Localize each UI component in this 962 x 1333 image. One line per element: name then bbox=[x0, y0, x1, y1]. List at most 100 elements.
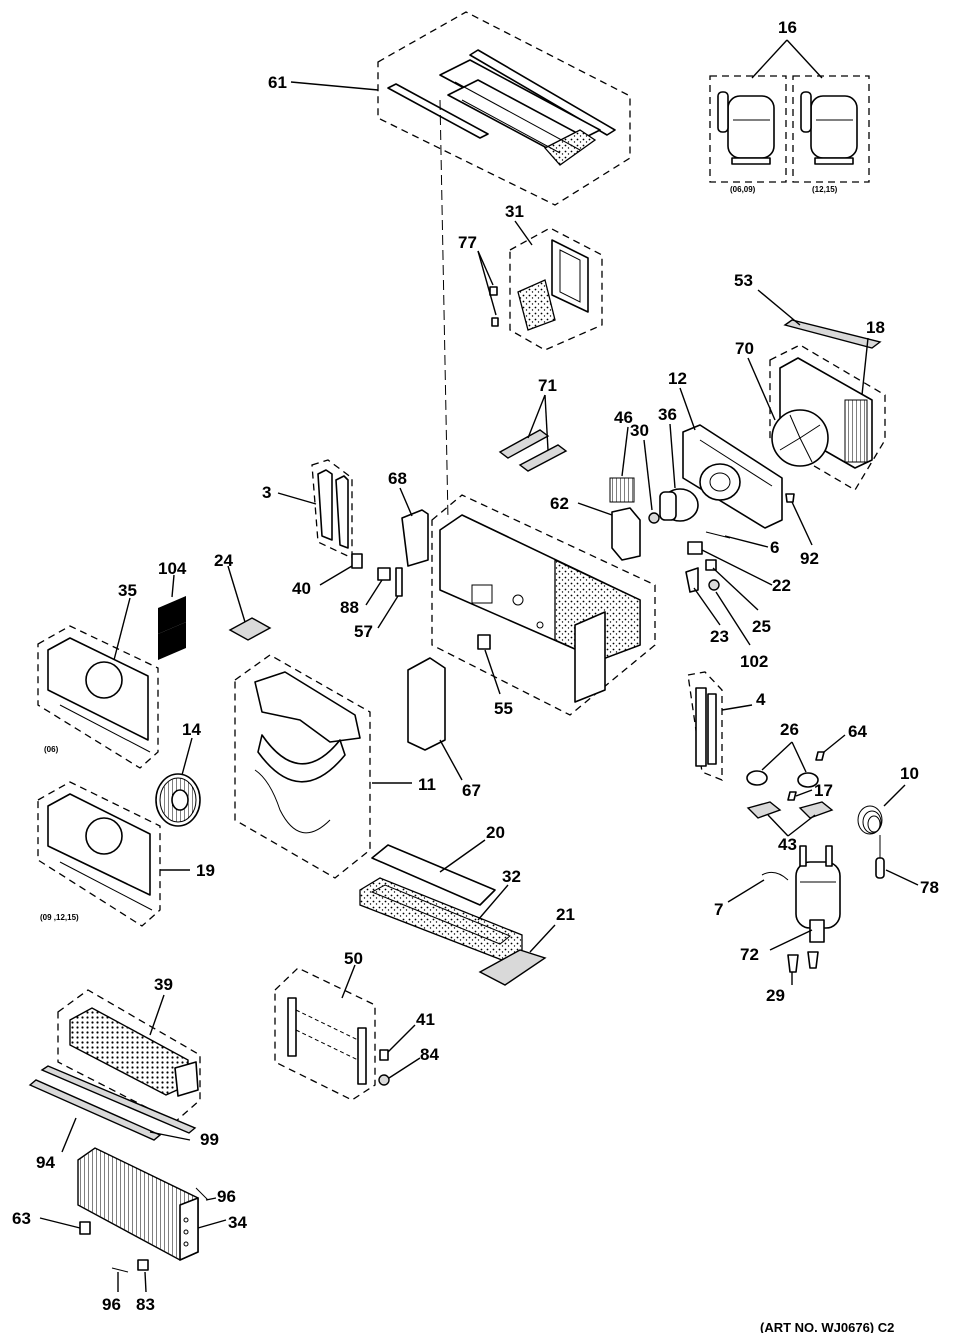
part-32-drain-pan bbox=[359, 877, 523, 961]
callout-67: 67 bbox=[462, 781, 481, 800]
callout-17: 17 bbox=[814, 781, 833, 800]
part-55-clip bbox=[477, 634, 491, 650]
part-88-relay bbox=[377, 567, 391, 581]
part-18-condenser bbox=[769, 344, 886, 491]
note-compressor-right: (12,15) bbox=[812, 185, 838, 194]
part-96-sensor-bottom bbox=[111, 1267, 129, 1273]
callout-39: 39 bbox=[154, 975, 173, 994]
callout-21: 21 bbox=[556, 905, 575, 924]
part-94-99-strips bbox=[28, 1065, 197, 1141]
callout-16: 16 bbox=[778, 18, 797, 37]
part-30-washer bbox=[648, 512, 660, 524]
callout-50: 50 bbox=[344, 949, 363, 968]
part-43-mounts bbox=[746, 801, 834, 819]
callout-94: 94 bbox=[36, 1153, 55, 1172]
callout-53: 53 bbox=[734, 271, 753, 290]
callout-36: 36 bbox=[658, 405, 677, 424]
callout-57: 57 bbox=[354, 622, 373, 641]
callout-104: 104 bbox=[158, 559, 187, 578]
part-34-evaporator bbox=[77, 1147, 199, 1261]
part-77-clips bbox=[489, 286, 499, 327]
callout-20: 20 bbox=[486, 823, 505, 842]
part-57-sensor bbox=[395, 567, 403, 597]
callout-43: 43 bbox=[778, 835, 797, 854]
part-53-strip bbox=[783, 319, 882, 349]
part-67-bracket bbox=[407, 657, 446, 751]
callout-25: 25 bbox=[752, 617, 771, 636]
callout-4: 4 bbox=[756, 690, 766, 709]
part-104-label bbox=[158, 596, 186, 660]
callout-23: 23 bbox=[710, 627, 729, 646]
note-scroll-091215: (09 ,12,15) bbox=[40, 913, 79, 922]
part-61-top-assembly bbox=[377, 11, 631, 206]
part-96-sensor-top bbox=[195, 1187, 209, 1201]
small-parts-cluster bbox=[685, 531, 731, 593]
callout-24: 24 bbox=[214, 551, 233, 570]
base-pan-assembly bbox=[431, 494, 656, 716]
callout-46: 46 bbox=[614, 408, 633, 427]
part-50-heater bbox=[274, 967, 376, 1101]
callout-64: 64 bbox=[848, 722, 867, 741]
part-46-grille bbox=[609, 477, 635, 503]
part-41-clip bbox=[379, 1049, 389, 1061]
part-78-drier bbox=[875, 857, 885, 879]
part-39-front-grille bbox=[57, 989, 201, 1123]
callout-70: 70 bbox=[735, 339, 754, 358]
callout-30: 30 bbox=[630, 421, 649, 440]
callout-18: 18 bbox=[866, 318, 885, 337]
part-24-plate bbox=[228, 617, 272, 641]
part-40-terminal bbox=[351, 553, 363, 569]
callout-88: 88 bbox=[340, 598, 359, 617]
part-71-strips bbox=[498, 429, 568, 472]
part-19-scroll bbox=[37, 781, 161, 927]
part-35-scroll bbox=[37, 625, 159, 769]
callout-14: 14 bbox=[182, 720, 201, 739]
callout-31: 31 bbox=[505, 202, 524, 221]
callout-84: 84 bbox=[420, 1045, 439, 1064]
part-11-blower-housing bbox=[234, 654, 371, 879]
callout-83: 83 bbox=[136, 1295, 155, 1314]
callout-10: 10 bbox=[900, 764, 919, 783]
callout-26: 26 bbox=[780, 720, 799, 739]
callout-68: 68 bbox=[388, 469, 407, 488]
part-84-screw bbox=[378, 1074, 390, 1086]
callout-11: 11 bbox=[418, 775, 436, 794]
callout-78: 78 bbox=[920, 878, 939, 897]
part-72-compressor bbox=[795, 845, 841, 943]
part-63-clip bbox=[79, 1221, 91, 1235]
note-compressor-left: (06,09) bbox=[730, 185, 756, 194]
callout-7: 7 bbox=[714, 900, 723, 919]
callout-63: 63 bbox=[12, 1209, 31, 1228]
callout-102: 102 bbox=[740, 652, 768, 671]
part-3-bracket bbox=[311, 459, 353, 560]
part-4-bracket bbox=[687, 671, 723, 781]
part-17-screw bbox=[787, 791, 797, 801]
part-26-grommets bbox=[746, 770, 819, 788]
part-31-panel bbox=[509, 227, 603, 351]
part-10-capillary-coil bbox=[857, 805, 883, 860]
part-36-motor bbox=[659, 488, 699, 522]
callout-71: 71 bbox=[538, 376, 557, 395]
part-68-bracket bbox=[401, 509, 429, 567]
callout-29: 29 bbox=[766, 986, 785, 1005]
callout-41: 41 bbox=[416, 1010, 435, 1029]
callout-96-top: 96 bbox=[217, 1187, 236, 1206]
callout-35: 35 bbox=[118, 581, 137, 600]
part-64-nut bbox=[815, 751, 825, 761]
part-7-clamp bbox=[761, 871, 789, 881]
part-21-bracket bbox=[478, 949, 547, 986]
callout-3: 3 bbox=[262, 483, 271, 502]
part-16-compressors bbox=[709, 75, 870, 183]
note-scroll-06: (06) bbox=[44, 745, 59, 754]
part-14-blower-wheel bbox=[155, 773, 201, 827]
callout-32: 32 bbox=[502, 867, 521, 886]
part-83-clip bbox=[137, 1259, 149, 1271]
part-29-grommets bbox=[787, 951, 819, 973]
callout-6: 6 bbox=[770, 538, 779, 557]
callout-55: 55 bbox=[494, 699, 513, 718]
part-92-screw bbox=[785, 493, 795, 503]
callout-19: 19 bbox=[196, 861, 215, 880]
callout-22: 22 bbox=[772, 576, 791, 595]
callout-72: 72 bbox=[740, 945, 759, 964]
